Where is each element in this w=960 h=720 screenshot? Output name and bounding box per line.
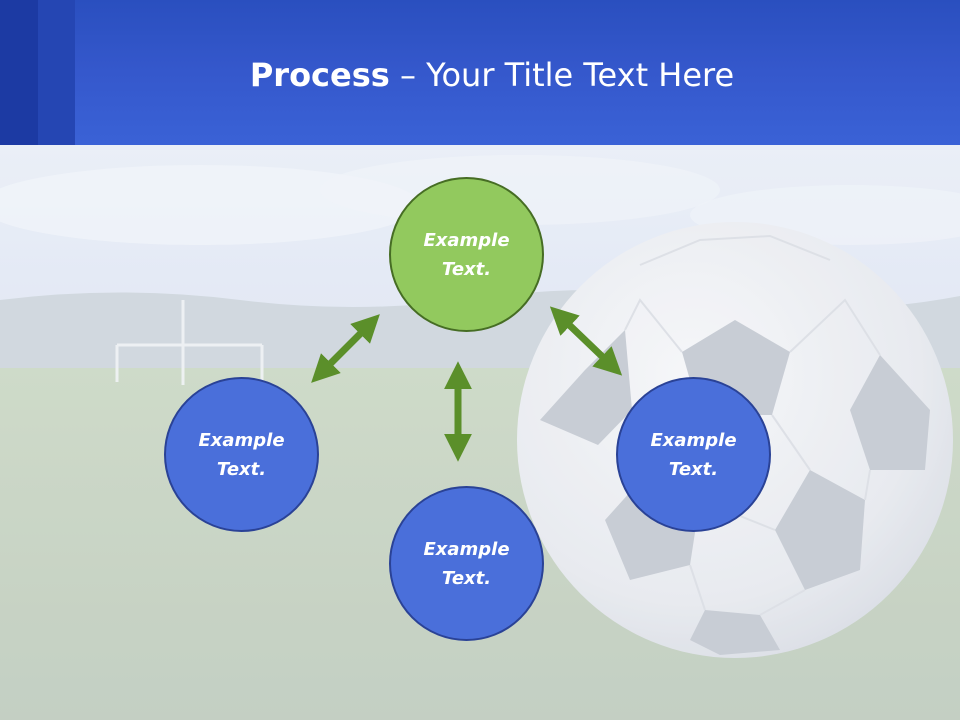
goal-post-icon (115, 300, 264, 385)
arrow-top-left (311, 314, 380, 383)
node-top-label: Example Text. (423, 229, 510, 280)
node-bottom-label: Example Text. (423, 538, 510, 589)
slide-title-bold: Process (249, 56, 390, 94)
node-left-label: Example Text. (198, 429, 285, 480)
arrow-top-right (549, 306, 623, 376)
slide-title: Process – Your Title Text Here (0, 52, 960, 98)
node-left[interactable]: Example Text. (164, 377, 319, 532)
title-bar-accent-dark (0, 0, 38, 145)
node-right-label: Example Text. (650, 429, 737, 480)
node-top[interactable]: Example Text. (389, 177, 544, 332)
node-bottom[interactable]: Example Text. (389, 486, 544, 641)
slide-title-rest: – Your Title Text Here (389, 56, 735, 94)
node-right[interactable]: Example Text. (616, 377, 771, 532)
title-bar-accent-light (38, 0, 75, 145)
title-bar (0, 0, 960, 145)
